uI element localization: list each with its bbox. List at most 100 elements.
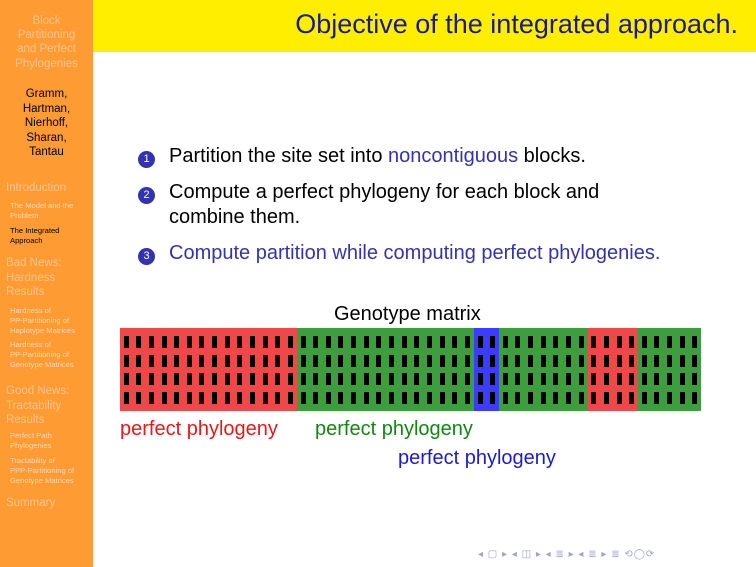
nav-section-bad-news[interactable]: Bad News: Hardness Results xyxy=(6,257,62,298)
matrix-cell xyxy=(426,354,432,367)
nav-subsection-hardness-genotype[interactable]: Hardness of PP-Partitioning of Genotype … xyxy=(10,340,74,369)
matrix-cell xyxy=(389,336,395,348)
matrix-cell xyxy=(136,391,142,404)
list-item: 3 Compute partition while computing perf… xyxy=(138,241,738,266)
matrix-cell xyxy=(161,373,167,385)
matrix-cell xyxy=(603,336,609,348)
matrix-cell xyxy=(123,336,129,348)
matrix-block-green-3 xyxy=(638,328,702,411)
matrix-cell xyxy=(426,336,432,348)
matrix-cells xyxy=(297,328,474,411)
matrix-cell xyxy=(641,354,647,367)
matrix-cell xyxy=(502,373,508,385)
nav-subsection-perfect-path[interactable]: Perfect Path Phylogenies xyxy=(10,431,52,450)
matrix-cell xyxy=(439,373,445,385)
nav-frame-forward-icon[interactable]: ◂ ◫ ▸ xyxy=(511,549,542,560)
nav-section-introduction[interactable]: Introduction xyxy=(6,182,67,194)
matrix-cell xyxy=(389,373,395,385)
matrix-cell xyxy=(667,336,673,348)
matrix-cell xyxy=(287,354,293,367)
matrix-cell xyxy=(186,373,192,385)
matrix-cell xyxy=(540,391,546,404)
matrix-cell xyxy=(565,391,571,404)
nav-subsection-icon[interactable]: ◂ ≣ ▸ xyxy=(545,549,575,560)
matrix-cell xyxy=(641,373,647,385)
matrix-cell xyxy=(464,354,470,367)
matrix-cell xyxy=(565,336,571,348)
matrix-cell xyxy=(212,354,218,367)
matrix-cell xyxy=(477,336,483,348)
nav-list-icon[interactable]: ≣ xyxy=(611,549,621,560)
matrix-cells xyxy=(638,328,701,411)
matrix-cell xyxy=(629,336,635,348)
presentation-title[interactable]: Block Partitioning and Perfect Phylogeni… xyxy=(15,15,78,70)
matrix-cell xyxy=(490,336,496,348)
nav-section-summary[interactable]: Summary xyxy=(6,497,56,509)
matrix-cell xyxy=(148,373,154,385)
nav-search-icon[interactable]: ⟲◯⟳ xyxy=(624,549,656,560)
slide-header: Objective of the integrated approach. xyxy=(93,0,756,52)
sidebar: Block Partitioning and Perfect Phylogeni… xyxy=(0,0,93,567)
nav-subsection-tractability[interactable]: Tractability of PPP-Partitioning of Geno… xyxy=(10,456,75,485)
matrix-cell xyxy=(654,354,660,367)
matrix-cell xyxy=(300,391,306,404)
matrix-cell xyxy=(565,373,571,385)
matrix-cell xyxy=(338,336,344,348)
matrix-cell xyxy=(300,336,306,348)
list-item: 1 Partition the site set into noncontigu… xyxy=(138,144,738,169)
matrix-cell xyxy=(515,373,521,385)
matrix-cell xyxy=(654,373,660,385)
matrix-cell xyxy=(148,354,154,367)
nav-section-icon[interactable]: ◂ ≣ ▸ xyxy=(578,549,608,560)
matrix-cell xyxy=(351,391,357,404)
matrix-block-blue xyxy=(473,328,500,411)
nav-subsection-model-problem[interactable]: The Model and the Problem xyxy=(10,201,74,220)
item-number-badge: 3 xyxy=(138,248,155,265)
matrix-cell xyxy=(199,373,205,385)
nav-subsection-integrated-approach[interactable]: The Integrated Approach xyxy=(10,226,60,245)
matrix-cell xyxy=(616,373,622,385)
matrix-cell xyxy=(401,336,407,348)
matrix-cell xyxy=(515,336,521,348)
matrix-cell xyxy=(439,336,445,348)
matrix-block-red-1 xyxy=(120,328,297,411)
matrix-cell xyxy=(528,373,534,385)
matrix-cell xyxy=(338,373,344,385)
matrix-cell xyxy=(477,373,483,385)
matrix-block-green-1 xyxy=(296,328,474,411)
matrix-cell xyxy=(325,373,331,385)
matrix-cell xyxy=(667,354,673,367)
matrix-cell xyxy=(452,373,458,385)
matrix-cell xyxy=(502,354,508,367)
nav-section-good-news[interactable]: Good News: Tractability Results xyxy=(6,385,70,426)
matrix-cell xyxy=(591,391,597,404)
matrix-cell xyxy=(262,391,268,404)
matrix-cell xyxy=(629,391,635,404)
matrix-cell xyxy=(212,373,218,385)
matrix-cell xyxy=(616,354,622,367)
matrix-cell xyxy=(313,391,319,404)
matrix-cell xyxy=(414,354,420,367)
matrix-cell xyxy=(591,354,597,367)
matrix-cell xyxy=(351,336,357,348)
matrix-cell xyxy=(351,354,357,367)
matrix-cell xyxy=(578,373,584,385)
matrix-cell xyxy=(262,336,268,348)
matrix-cell xyxy=(452,354,458,367)
matrix-cell xyxy=(464,336,470,348)
nav-frame-back-icon[interactable]: ◂ ▢ ▸ xyxy=(478,549,509,560)
genotype-matrix xyxy=(120,328,711,411)
matrix-cell xyxy=(363,336,369,348)
matrix-cell xyxy=(174,336,180,348)
matrix-cell xyxy=(287,373,293,385)
nav-subsection-hardness-haplotype[interactable]: Hardness of PP-Partitioning of Haplotype… xyxy=(10,306,75,335)
label-perfect-phylogeny-blue: perfect phylogeny xyxy=(398,447,556,469)
matrix-cell xyxy=(414,373,420,385)
matrix-cells xyxy=(499,328,587,411)
matrix-cell xyxy=(629,354,635,367)
matrix-cell xyxy=(376,391,382,404)
matrix-cell xyxy=(161,336,167,348)
matrix-cell xyxy=(376,373,382,385)
matrix-cell xyxy=(313,336,319,348)
matrix-cell xyxy=(591,336,597,348)
